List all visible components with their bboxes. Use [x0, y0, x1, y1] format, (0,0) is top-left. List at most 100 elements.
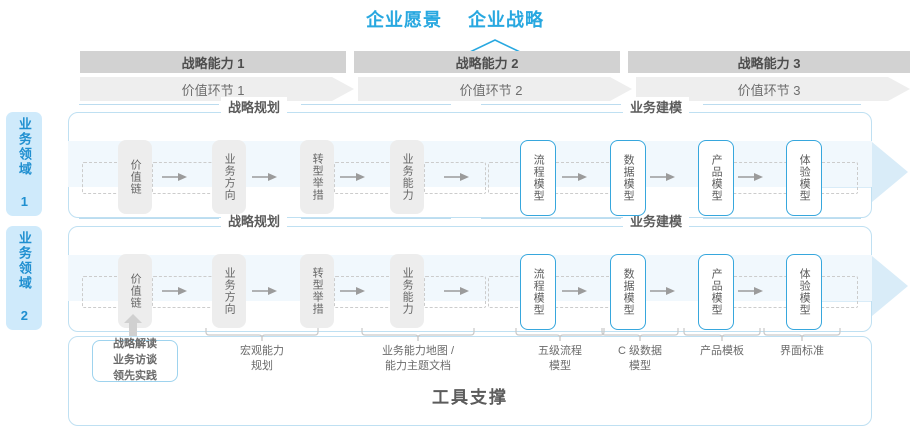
tool-label-3: 五级流程 模型	[538, 345, 582, 372]
node-row1-left-1[interactable]: 价值链	[118, 140, 152, 214]
node-row1-right-3-label: 产品模型	[710, 154, 723, 202]
title-enterprise-vision: 企业愿景	[366, 10, 442, 30]
tool-uplink-arrow	[124, 314, 142, 336]
value-chain-label-3: 价值环节 3	[737, 82, 801, 98]
node-row2-right-2[interactable]: 数据模型	[610, 254, 646, 330]
row-2-left-section-title: 战略规划	[221, 211, 288, 230]
row-1-right-section-title: 业务建模	[623, 97, 690, 116]
tool-chip-strategy[interactable]: 战略解读 业务访谈 领先实践	[92, 338, 178, 382]
tool-label-1: 宏观能力 规划	[240, 345, 284, 372]
node-row1-left-2[interactable]: 业务方向	[212, 140, 246, 214]
arrow-row2-r2	[650, 287, 675, 295]
tool-label-2: 业务能力地图 / 能力主题文档	[381, 345, 455, 372]
node-row1-right-1[interactable]: 流程模型	[520, 140, 556, 216]
top-titles: 企业愿景 企业战略	[0, 6, 910, 32]
node-row1-left-4[interactable]: 业务能力	[390, 140, 424, 214]
arrow-row1-l1	[162, 173, 187, 181]
node-row2-left-2-label: 业务方向	[223, 267, 236, 315]
node-row1-left-2-label: 业务方向	[223, 153, 236, 201]
node-row1-right-2[interactable]: 数据模型	[610, 140, 646, 216]
row-1-dash-5	[488, 162, 522, 194]
node-row2-left-2[interactable]: 业务方向	[212, 254, 246, 328]
domain-row-1: 战略规划 业务建模	[68, 97, 872, 218]
row-2-dash-4	[424, 276, 486, 308]
row-1-left-section-title: 战略规划	[221, 97, 288, 116]
node-row1-right-2-label: 数据模型	[622, 154, 635, 202]
row-1-left-line-b	[301, 104, 451, 105]
arrow-row2-l1	[162, 287, 187, 295]
capability-gap	[620, 51, 628, 73]
tool-brace-5	[683, 328, 761, 341]
arrow-row1-r1	[562, 173, 587, 181]
tool-support-title: 工具支撑	[432, 388, 508, 407]
node-row2-right-4-label: 体验模型	[798, 268, 811, 316]
row-1-dash-end	[820, 162, 858, 194]
value-chevrons	[80, 77, 910, 101]
row-2-dash-end	[820, 276, 858, 308]
node-row2-right-4[interactable]: 体验模型	[786, 254, 822, 330]
node-row2-right-3-label: 产品模型	[710, 268, 723, 316]
title-enterprise-strategy: 企业战略	[468, 10, 544, 30]
domain-row-2: 战略规划 业务建模	[68, 211, 872, 332]
node-row1-left-1-label: 价值链	[129, 159, 142, 195]
tool-support-container: 工具支撑	[68, 336, 872, 426]
domain-label-1: 业务领域 1	[6, 112, 42, 216]
tool-brace-4	[601, 328, 679, 341]
row-2-left-line-b	[301, 218, 451, 219]
capability-cell-2: 战略能力 2	[354, 51, 620, 73]
tool-label-4: C 级数据 模型	[618, 345, 662, 372]
row-2-dash-5	[488, 276, 522, 308]
row-1-left-line-a	[79, 104, 219, 105]
row-1-band	[68, 141, 872, 187]
tool-brace-1	[205, 328, 319, 341]
row-1-dash-4	[424, 162, 486, 194]
tool-brace-6	[763, 328, 841, 341]
node-row1-left-4-label: 业务能力	[401, 153, 414, 201]
node-row2-left-3-label: 转型举措	[311, 267, 324, 315]
node-row2-left-3[interactable]: 转型举措	[300, 254, 334, 328]
arrow-row2-l4	[444, 287, 469, 295]
row-1-right-line-a	[481, 104, 621, 105]
node-row1-right-1-label: 流程模型	[532, 154, 545, 202]
node-row2-left-4[interactable]: 业务能力	[390, 254, 424, 328]
node-row1-left-3[interactable]: 转型举措	[300, 140, 334, 214]
capability-cell-1: 战略能力 1	[80, 51, 346, 73]
node-row2-right-1-label: 流程模型	[532, 268, 545, 316]
arrow-row1-l2	[252, 173, 277, 181]
arrow-row1-l3	[340, 173, 365, 181]
row-2-right-line-a	[481, 218, 621, 219]
row-2-right-line-b	[703, 218, 861, 219]
node-row2-left-4-label: 业务能力	[401, 267, 414, 315]
arrow-row1-r3	[738, 173, 763, 181]
value-chain-label-1: 价值环节 1	[181, 82, 245, 98]
tool-brace-2	[361, 328, 475, 341]
tool-label-5: 产品模板	[700, 345, 744, 357]
capability-gap	[346, 51, 354, 73]
arrow-row2-l2	[252, 287, 277, 295]
node-row2-left-1[interactable]: 价值链	[118, 254, 152, 328]
node-row1-right-4[interactable]: 体验模型	[786, 140, 822, 216]
arrow-row2-l3	[340, 287, 365, 295]
node-row2-right-2-label: 数据模型	[622, 268, 635, 316]
capability-bar: 战略能力 1 战略能力 2 战略能力 3	[80, 51, 910, 73]
arrow-row2-r1	[562, 287, 587, 295]
domain-label-1-text: 业务领域 1	[16, 117, 32, 211]
row-2-dash-start	[82, 276, 120, 308]
row-1-dash-start	[82, 162, 120, 194]
row-2-left-line-a	[79, 218, 219, 219]
node-row1-right-3[interactable]: 产品模型	[698, 140, 734, 216]
row-2-band	[68, 255, 872, 301]
tool-label-6: 界面标准	[780, 345, 824, 357]
node-row1-right-4-label: 体验模型	[798, 154, 811, 202]
value-chain-label-2: 价值环节 2	[459, 82, 523, 98]
arrow-row1-r2	[650, 173, 675, 181]
node-row2-right-1[interactable]: 流程模型	[520, 254, 556, 330]
row-1-right-line-b	[703, 104, 861, 105]
node-row2-right-3[interactable]: 产品模型	[698, 254, 734, 330]
node-row2-left-1-label: 价值链	[129, 273, 142, 309]
capability-cell-3: 战略能力 3	[628, 51, 910, 73]
domain-label-2: 业务领域 2	[6, 226, 42, 330]
node-row1-left-3-label: 转型举措	[311, 153, 324, 201]
tool-brace-3	[515, 328, 605, 341]
arrow-row1-l4	[444, 173, 469, 181]
